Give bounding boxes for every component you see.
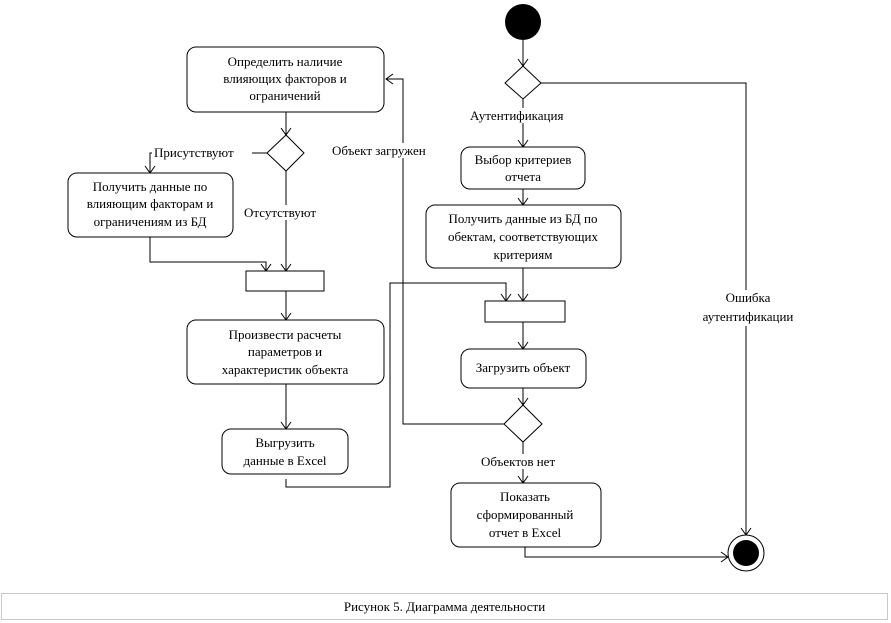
label-absent: Отсутствуют [244, 205, 316, 220]
label-auth-error: Ошибка [726, 290, 771, 305]
join-bar-right [484, 300, 566, 323]
final-node [727, 534, 765, 572]
action-get-objects: Получить данные из БД по обектам, соотве… [425, 204, 622, 269]
action-line: Выгрузить [255, 435, 314, 450]
action-load-object: Загрузить объект [460, 348, 587, 389]
action-line: Получить данные из БД по [449, 211, 598, 226]
action-line: характеристик объекта [222, 362, 349, 377]
action-show-report: Показать сформированный отчет в Excel [450, 482, 602, 548]
action-get-factor-data: Получить данные по влияющим факторам и о… [67, 172, 234, 238]
label-auth-error: аутентификации [703, 309, 794, 324]
activity-diagram: Определить наличие влияющих факторов и о… [67, 4, 804, 572]
action-line: обектам, соответствующих [448, 229, 598, 244]
label-authentication: Аутентификация [470, 108, 563, 123]
edges [149, 40, 747, 558]
label-present: Присутствуют [154, 145, 234, 160]
action-line: параметров и [248, 344, 322, 359]
action-line: Выбор критериев [475, 152, 572, 167]
decision-authentication [504, 65, 542, 100]
figure-caption-box: Рисунок 5. Диаграмма деятельности [1, 593, 888, 620]
edge-labels: Присутствуют Отсутствуют Объект загружен… [152, 108, 804, 469]
action-line: Загрузить объект [476, 360, 571, 375]
action-determine-factors: Определить наличие влияющих факторов и о… [186, 46, 385, 113]
action-line: сформированный [477, 507, 574, 522]
action-line: Произвести расчеты [229, 327, 342, 342]
action-line: данные в Excel [243, 453, 326, 468]
action-select-criteria: Выбор критериев отчета [460, 146, 586, 190]
action-line: критериям [494, 247, 553, 262]
edge-factors-to-bar [149, 237, 267, 271]
decision-objects [503, 404, 543, 443]
action-line: ограничений [249, 88, 320, 103]
action-line: отчет в Excel [489, 525, 562, 540]
action-line: ограничениям из БД [94, 214, 207, 229]
edge-export-to-bar [285, 282, 507, 488]
label-no-objects: Объектов нет [481, 454, 555, 469]
arrowheads [144, 58, 752, 563]
initial-node [505, 4, 541, 40]
edge-report-to-final [524, 547, 728, 558]
action-line: влияющим факторам и [87, 196, 214, 211]
action-line: Определить наличие [228, 54, 343, 69]
edge-object-loaded-loop [386, 78, 504, 425]
decision-factors-presence [266, 134, 305, 172]
join-bar-left [245, 270, 325, 292]
figure-caption: Рисунок 5. Диаграмма деятельности [343, 598, 546, 614]
action-export-excel: Выгрузить данные в Excel [221, 428, 349, 475]
action-compute-params: Произвести расчеты параметров и характер… [186, 319, 385, 385]
action-line: отчета [505, 169, 541, 184]
label-object-loaded: Объект загружен [332, 143, 426, 158]
action-line: влияющих факторов и [223, 71, 347, 86]
edge-auth-error-to-final [541, 82, 747, 535]
arrowhead [385, 73, 394, 85]
action-line: Показать [500, 489, 550, 504]
action-line: Получить данные по [93, 179, 208, 194]
